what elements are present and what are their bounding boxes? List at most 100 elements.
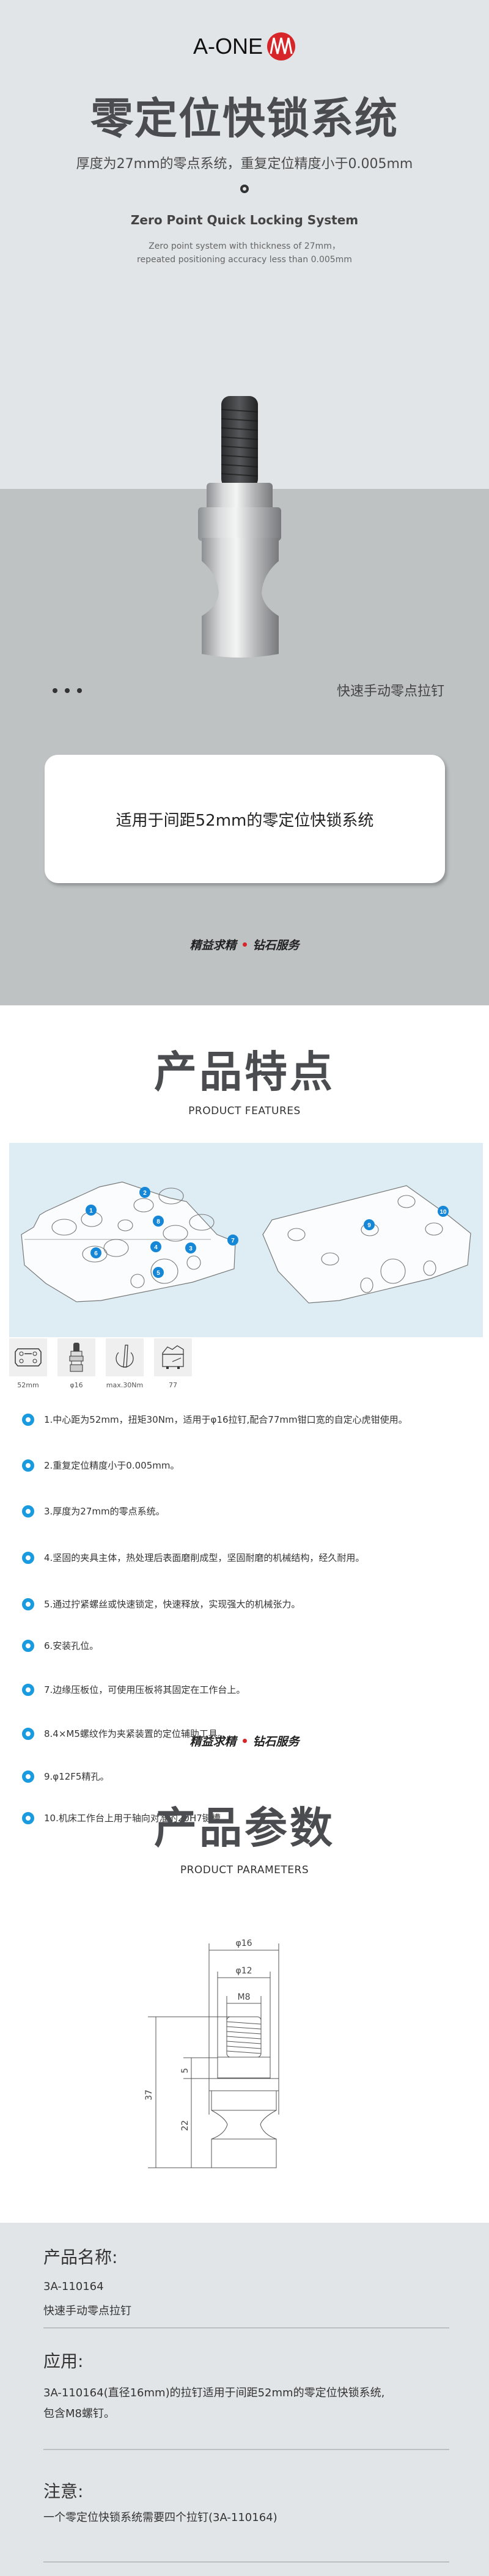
svg-text:7: 7 <box>231 1238 235 1244</box>
product-name-label: 产品名称: <box>43 2247 118 2267</box>
bullet-ring-icon <box>22 1683 34 1696</box>
ring-divider-icon <box>240 185 249 193</box>
spec-label: φ16 <box>70 1381 83 1389</box>
hero-en-description: Zero point system with thickness of 27mm… <box>0 240 489 266</box>
callout-7: 7 <box>227 1235 238 1246</box>
feature-item: 4.坚固的夹具主体，热处理后表面磨削成型，坚固耐磨的机械结构，经久耐用。 <box>22 1551 364 1564</box>
brand-m-icon <box>267 32 295 61</box>
pull-stud-photo <box>198 396 281 658</box>
vise-icon <box>162 1345 184 1369</box>
product-caption: 快速手动零点拉钉 <box>336 684 444 699</box>
parameters-title: 产品参数 <box>154 1803 335 1853</box>
bullet-ring-icon <box>22 1551 34 1564</box>
hero-en-desc-line1: Zero point system with thickness of 27mm… <box>149 241 340 251</box>
divider <box>43 2327 449 2328</box>
spec-torque: max.30Nm <box>106 1338 144 1389</box>
product-name: 快速手动零点拉钉 <box>43 2305 131 2317</box>
brand-logo: A-ONE <box>0 32 489 61</box>
product-code: 3A-110164 <box>43 2280 104 2293</box>
feature-item: 9.φ12F5精孔。 <box>22 1770 109 1783</box>
spec-vise: 77 <box>154 1338 192 1389</box>
divider <box>43 2449 449 2450</box>
svg-text:1: 1 <box>89 1208 93 1214</box>
callout-4: 4 <box>150 1241 161 1252</box>
feature-diagram: 1 2 3 4 5 6 7 8 9 10 <box>9 1143 483 1337</box>
slogan-right: 钻石服务 <box>252 939 300 952</box>
dimension-drawing: φ16 φ12 M8 37 5 22 <box>144 1939 279 2168</box>
slogan: 精益求精 钻石服务 <box>0 936 489 953</box>
svg-text:5: 5 <box>180 2068 190 2074</box>
spec-label: max.30Nm <box>106 1381 144 1389</box>
callout-8: 8 <box>153 1216 164 1227</box>
bullet-ring-icon <box>22 1811 34 1824</box>
feature-item: 5.通过拧紧螺丝或快速锁定，快速释放，实现强大的机械张力。 <box>22 1598 300 1610</box>
features-subtitle: PRODUCT FEATURES <box>188 1105 301 1117</box>
feature-item: 3.厚度为27mm的零点系统。 <box>22 1505 165 1517</box>
slogan-dot-icon <box>242 942 247 947</box>
feature-item: 2.重复定位精度小于0.005mm。 <box>22 1459 179 1472</box>
callout-6: 6 <box>90 1247 101 1258</box>
svg-text:5: 5 <box>156 1270 160 1277</box>
dot-2[interactable] <box>65 688 70 693</box>
hero-en-desc-line2: repeated positioning accuracy less than … <box>137 255 352 265</box>
svg-text:φ16: φ16 <box>235 1939 252 1948</box>
application-card: 适用于间距52mm的零定位快锁系统 <box>45 755 445 883</box>
brand-name: A-ONE <box>193 34 263 59</box>
callout-1: 1 <box>86 1205 97 1216</box>
callout-9: 9 <box>364 1219 375 1230</box>
divider <box>43 2561 449 2563</box>
center-distance-icon <box>15 1348 42 1367</box>
callout-10: 10 <box>438 1206 449 1217</box>
svg-text:37: 37 <box>144 2090 154 2101</box>
spec-label: 77 <box>169 1381 177 1389</box>
svg-text:4: 4 <box>154 1244 158 1251</box>
feature-item: 8.4×M5螺纹作为夹紧装置的定位辅助工具。 <box>22 1727 227 1740</box>
callout-5: 5 <box>153 1267 164 1278</box>
pull-stud-icon <box>69 1343 84 1372</box>
bullet-ring-icon <box>22 1413 34 1426</box>
slogan-2: 精益求精 钻石服务 <box>0 1733 489 1749</box>
bullet-ring-icon <box>22 1505 34 1517</box>
application-line-2: 包含M8螺钉。 <box>43 2407 115 2420</box>
svg-text:3: 3 <box>189 1246 193 1252</box>
parameters-subtitle: PRODUCT PARAMETERS <box>180 1864 309 1876</box>
features-title: 产品特点 <box>154 1047 335 1097</box>
feature-item: 7.边缘压板位，可使用压板将其固定在工作台上。 <box>22 1683 245 1696</box>
svg-text:22: 22 <box>180 2120 190 2131</box>
svg-text:φ12: φ12 <box>235 1966 252 1976</box>
page-title: 零定位快锁系统 <box>90 94 399 144</box>
bullet-ring-icon <box>22 1459 34 1472</box>
spec-label: 52mm <box>17 1381 39 1389</box>
svg-text:9: 9 <box>367 1222 371 1229</box>
application-label: 应用: <box>43 2351 84 2371</box>
svg-text:M8: M8 <box>238 1992 251 2002</box>
spec-center-distance: 52mm <box>9 1338 47 1389</box>
svg-text:10: 10 <box>439 1209 447 1216</box>
dot-1[interactable] <box>53 688 57 693</box>
feature-item: 10.机床工作台上用于轴向对准的20H7键槽。 <box>22 1811 230 1824</box>
feature-item: 6.安装孔位。 <box>22 1639 98 1652</box>
bullet-ring-icon <box>22 1598 34 1610</box>
callout-3: 3 <box>185 1242 196 1253</box>
hero-section: A-ONE 零定位快锁系统 厚度为27mm的零点系统，重复定位精度小于0.005… <box>0 0 489 1005</box>
hero-subtitle: 厚度为27mm的零点系统，重复定位精度小于0.005mm <box>76 156 413 172</box>
dot-3[interactable] <box>77 688 82 693</box>
slogan-dot-icon <box>242 1739 247 1743</box>
spec-pull-stud: φ16 <box>57 1338 95 1389</box>
note-label: 注意: <box>43 2481 84 2501</box>
bullet-ring-icon <box>22 1770 34 1783</box>
base-plate-drawing: 1 2 3 4 5 6 7 8 9 10 <box>21 1181 471 1304</box>
hero-en-title: Zero Point Quick Locking System <box>130 213 359 227</box>
carousel-dots[interactable] <box>53 688 82 693</box>
svg-text:6: 6 <box>94 1250 98 1257</box>
slogan-right: 钻石服务 <box>252 1735 300 1749</box>
application-card-text: 适用于间距52mm的零定位快锁系统 <box>116 811 374 830</box>
callout-2: 2 <box>139 1187 150 1198</box>
spec-icons-row: 52mm φ16 max.30Nm <box>9 1338 192 1389</box>
feature-item: 1.中心距为52mm，扭矩30Nm，适用于φ16拉钉,配合77mm钳口宽的自定心… <box>22 1413 408 1426</box>
torque-icon <box>116 1345 134 1368</box>
slogan-left: 精益求精 <box>189 939 237 952</box>
bullet-ring-icon <box>22 1727 34 1740</box>
product-info-panel: 产品名称: 3A-110164 快速手动零点拉钉 应用: 3A-110164(直… <box>0 2223 489 2576</box>
application-line-1: 3A-110164(直径16mm)的拉钉适用于间距52mm的零定位快锁系统, <box>43 2387 385 2399</box>
